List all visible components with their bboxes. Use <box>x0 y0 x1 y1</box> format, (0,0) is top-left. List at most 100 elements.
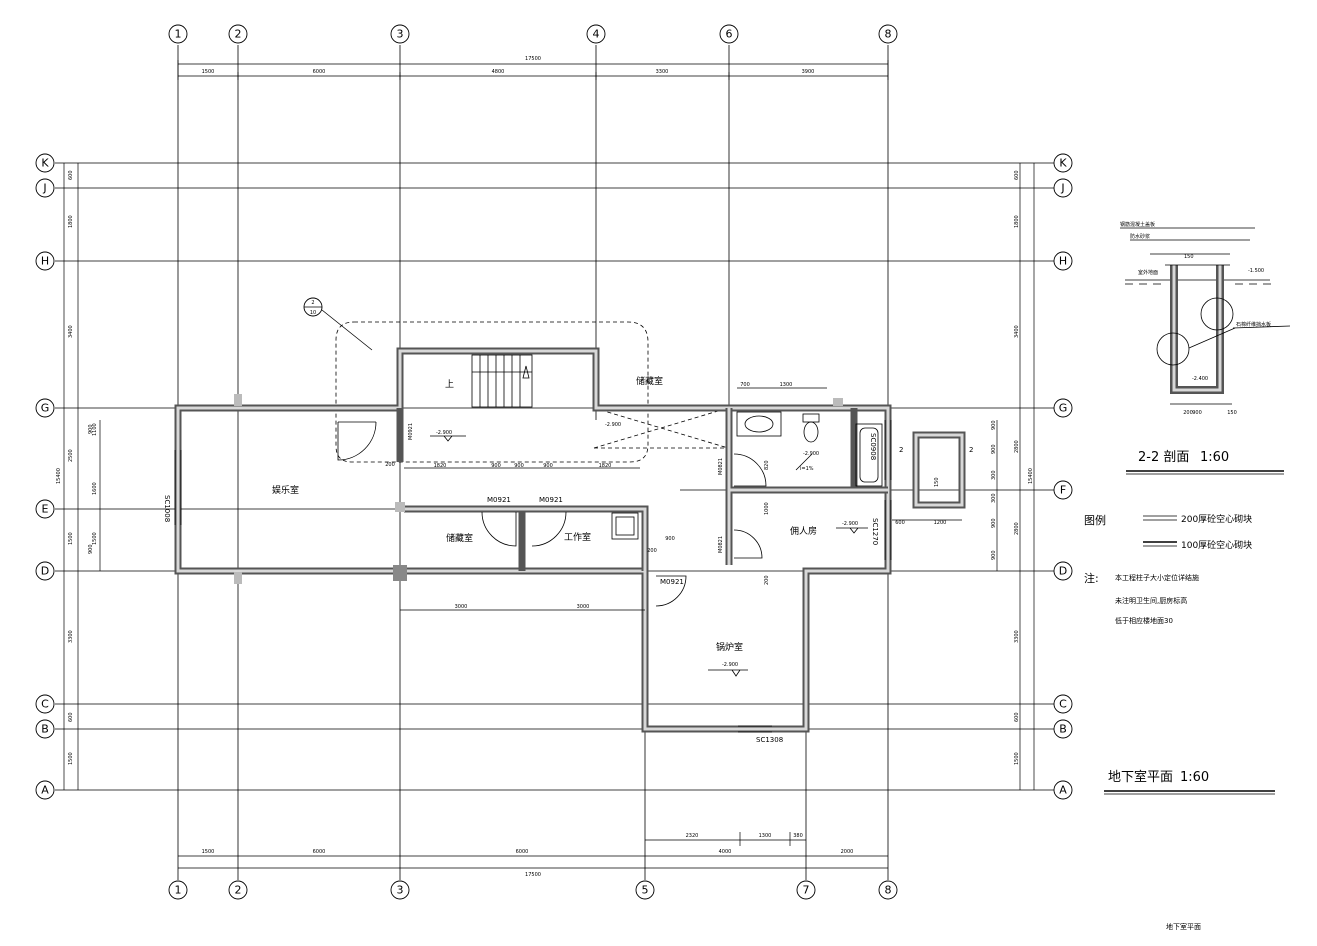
dim-bottom-seg: 6000 <box>516 849 529 855</box>
dim-interior: 900 <box>491 463 501 469</box>
axis-label: G <box>41 402 50 415</box>
door-tag: M0921 <box>539 496 563 504</box>
axis-label: 1 <box>175 28 182 41</box>
room-storage: 储藏室 <box>636 375 663 387</box>
axis-bubbles-top: 1 2 3 4 6 8 <box>168 24 898 44</box>
horizontal-grid-lines <box>55 162 1055 791</box>
axis-label: K <box>41 157 49 170</box>
dim-right-inner: 900 <box>991 518 997 528</box>
right-dimensions: 600 1800 3400 2800 2800 3300 600 1500 15… <box>991 163 1035 790</box>
window-tag: SC0908 <box>869 433 877 460</box>
dim-right-seg: 600 <box>1014 712 1020 722</box>
dim-bottom-seg: 2000 <box>841 849 854 855</box>
axis-label: 1 <box>175 884 182 897</box>
door-tag: M0821 <box>718 536 724 553</box>
level-mark: -2.900 <box>842 521 858 527</box>
light-well-outline <box>335 321 649 463</box>
dim-top-seg: 4800 <box>492 69 505 75</box>
section-mark: -2.400 <box>1192 376 1208 382</box>
axis-label: D <box>41 565 49 578</box>
axis-label: G <box>1059 402 1068 415</box>
dim-interior: 1820 <box>599 463 612 469</box>
doors: M0921 M0921 M0921 M0921 M0821 M0821 <box>337 421 767 607</box>
dim-interior: 1000 <box>764 502 770 515</box>
plan-title-name: 地下室平面 <box>1108 769 1173 785</box>
section-reference-marker: 2 10 <box>303 297 373 351</box>
dim-interior: 1820 <box>434 463 447 469</box>
bathroom-fixtures: i=1% <box>736 411 883 487</box>
dim-left-seg: 1500 <box>68 532 74 545</box>
dim-interior: 600 <box>895 520 905 526</box>
axis-label: F <box>1060 484 1066 497</box>
dim-bottom-seg: 6000 <box>313 849 326 855</box>
staircase: 上 <box>445 354 533 408</box>
axis-label: J <box>1060 182 1064 195</box>
axis-label: D <box>1059 565 1067 578</box>
door-tag: M0921 <box>487 496 511 504</box>
section-scale: 1:60 <box>1200 450 1229 465</box>
legend: 图例 200厚砼空心砌块 100厚砼空心砌块 <box>1084 513 1252 551</box>
top-dimensions: 17500 1500 6000 4800 3300 3900 <box>177 56 889 80</box>
section-mark: 200 <box>1183 410 1193 416</box>
dim-bottom-seg: 4000 <box>719 849 732 855</box>
section-callout: 室外地面 <box>1138 269 1158 276</box>
section-mark: -1.500 <box>1248 268 1264 274</box>
dim-right-seg: 3300 <box>1014 630 1020 643</box>
dim-left-seg: 600 <box>68 712 74 722</box>
dim-right-seg: 3400 <box>1014 325 1020 338</box>
axis-label: A <box>1059 784 1067 797</box>
axis-label: B <box>41 723 49 736</box>
dim-top-total: 17500 <box>525 56 541 62</box>
slope-note: i=1% <box>800 466 814 472</box>
axis-label: H <box>1059 255 1067 268</box>
level-mark: -2.900 <box>605 422 621 428</box>
dim-top-seg: 3300 <box>656 69 669 75</box>
axis-label: 8 <box>885 28 892 41</box>
section-callout: 石棉纤维挡水板 <box>1236 321 1271 328</box>
axis-label: 4 <box>593 28 600 41</box>
dim-right-inner: 900 <box>991 444 997 454</box>
dim-right-seg: 2800 <box>1014 440 1020 453</box>
section-cut-mark: 2 <box>899 446 903 454</box>
note-line: 未注明卫生间,厨房标高 <box>1115 596 1187 605</box>
axis-label: 2 <box>235 884 242 897</box>
section-cut-mark: 2 <box>969 446 973 454</box>
dim-left-seg: 2500 <box>68 449 74 462</box>
dim-left-seg: 1800 <box>68 215 74 228</box>
axis-label: 8 <box>885 884 892 897</box>
dim-left-inner: 1500 <box>92 532 98 545</box>
section-mark: 150 <box>1184 254 1194 260</box>
legend-title: 图例 <box>1084 513 1106 527</box>
dim-right-total: 15400 <box>1028 468 1034 484</box>
dim-interior: 200 <box>385 462 395 468</box>
dim-bottom-detail: 1300 <box>759 833 772 839</box>
room-boiler: 锅炉室 <box>716 641 743 653</box>
dim-bottom-detail: 2320 <box>686 833 699 839</box>
windows: SC1008 SC0908 SC1270 SC1308 <box>163 420 892 744</box>
room-storage: 储藏室 <box>446 532 473 544</box>
dim-interior: 820 <box>764 460 770 470</box>
axis-bubbles-left: K J H G E D C B A <box>35 153 55 800</box>
room-work: 工作室 <box>564 531 591 543</box>
axis-label: J <box>42 182 46 195</box>
axis-label: 3 <box>397 884 404 897</box>
door-tag: M0821 <box>718 458 724 475</box>
dim-right-inner: 300 <box>991 493 997 503</box>
dim-right-seg: 600 <box>1014 170 1020 180</box>
section-ref-top: 2 <box>311 300 314 306</box>
axis-label: H <box>41 255 49 268</box>
axis-label: E <box>42 503 49 516</box>
left-dimensions: 600 1800 3400 2500 1500 3300 600 1500 15… <box>56 163 101 790</box>
bottom-dimensions: 2320 1300 380 1500 6000 6000 4000 2000 1… <box>178 832 888 878</box>
dim-right-inner: 300 <box>991 470 997 480</box>
dim-right-seg: 1800 <box>1014 215 1020 228</box>
columns <box>234 394 843 584</box>
dim-right-seg: 2800 <box>1014 522 1020 535</box>
section-callout: 防水砂浆 <box>1130 233 1150 240</box>
axis-label: 7 <box>803 884 810 897</box>
notes-title: 注: <box>1084 571 1099 585</box>
level-mark: -2.900 <box>803 451 819 457</box>
axis-label: C <box>41 698 49 711</box>
dim-right-inner: 900 <box>991 550 997 560</box>
